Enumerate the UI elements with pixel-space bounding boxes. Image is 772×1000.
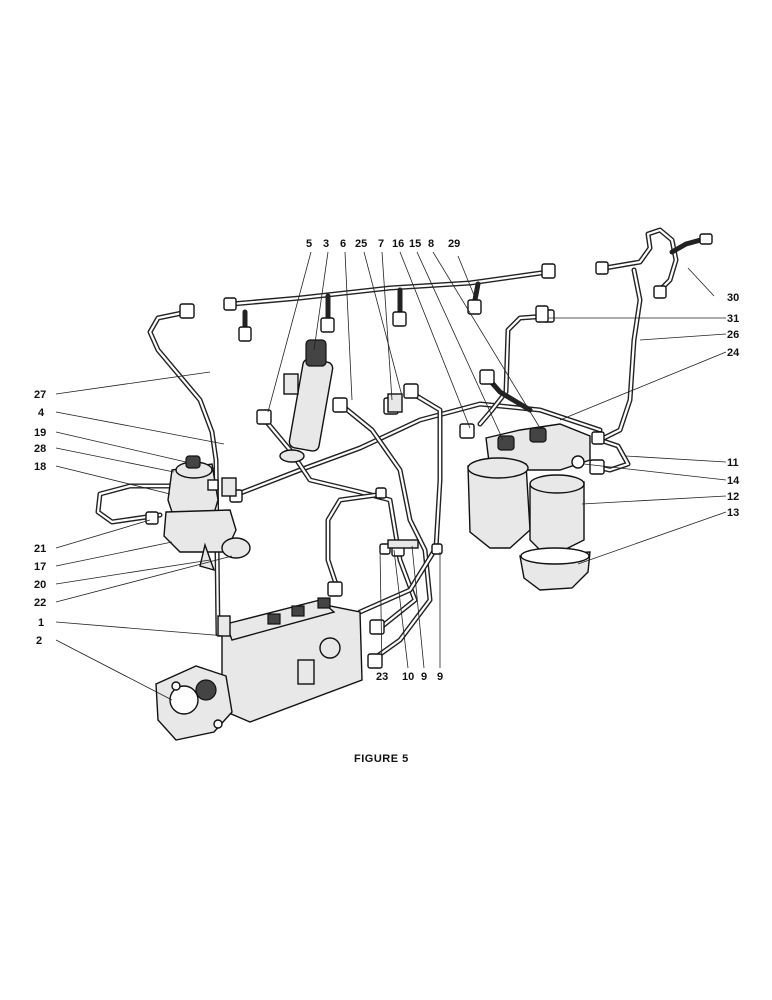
leader-lines bbox=[55, 251, 727, 701]
callout-3: 3 bbox=[323, 238, 329, 250]
callout-31: 31 bbox=[727, 313, 739, 325]
callout-30: 30 bbox=[727, 292, 739, 304]
callout-24: 24 bbox=[727, 347, 740, 359]
callout-28: 28 bbox=[34, 443, 46, 455]
callout-labels: 5 3 6 25 7 16 15 8 29 30 31 26 24 27 4 1… bbox=[34, 238, 740, 683]
callout-14: 14 bbox=[727, 475, 740, 487]
callout-11: 11 bbox=[727, 457, 739, 469]
callout-16: 16 bbox=[392, 238, 404, 250]
fuel-filter-assembly bbox=[467, 423, 591, 591]
callout-7: 7 bbox=[378, 238, 384, 250]
callout-17: 17 bbox=[34, 561, 46, 573]
callout-10: 10 bbox=[402, 671, 414, 683]
callout-15: 15 bbox=[409, 238, 421, 250]
callout-21: 21 bbox=[34, 543, 46, 555]
callout-5: 5 bbox=[306, 238, 312, 250]
callout-1: 1 bbox=[38, 617, 44, 629]
callout-26: 26 bbox=[727, 329, 739, 341]
callout-18: 18 bbox=[34, 461, 46, 473]
callout-9-a: 9 bbox=[421, 671, 427, 683]
fuel-injection-pump bbox=[155, 597, 363, 741]
callout-12: 12 bbox=[727, 491, 739, 503]
callout-2: 2 bbox=[36, 635, 42, 647]
fuel-pipes bbox=[95, 227, 711, 663]
callout-27: 27 bbox=[34, 389, 46, 401]
callout-4: 4 bbox=[38, 407, 45, 419]
callout-8: 8 bbox=[428, 238, 434, 250]
callout-9-b: 9 bbox=[437, 671, 443, 683]
callout-25: 25 bbox=[355, 238, 367, 250]
injector bbox=[279, 339, 334, 463]
callout-20: 20 bbox=[34, 579, 46, 591]
callout-6: 6 bbox=[340, 238, 346, 250]
callout-29: 29 bbox=[448, 238, 460, 250]
callout-13: 13 bbox=[727, 507, 739, 519]
callout-19: 19 bbox=[34, 427, 46, 439]
figure-caption: FIGURE 5 bbox=[354, 753, 409, 765]
callout-23: 23 bbox=[376, 671, 388, 683]
callout-22: 22 bbox=[34, 597, 46, 609]
lift-pump bbox=[145, 455, 251, 572]
